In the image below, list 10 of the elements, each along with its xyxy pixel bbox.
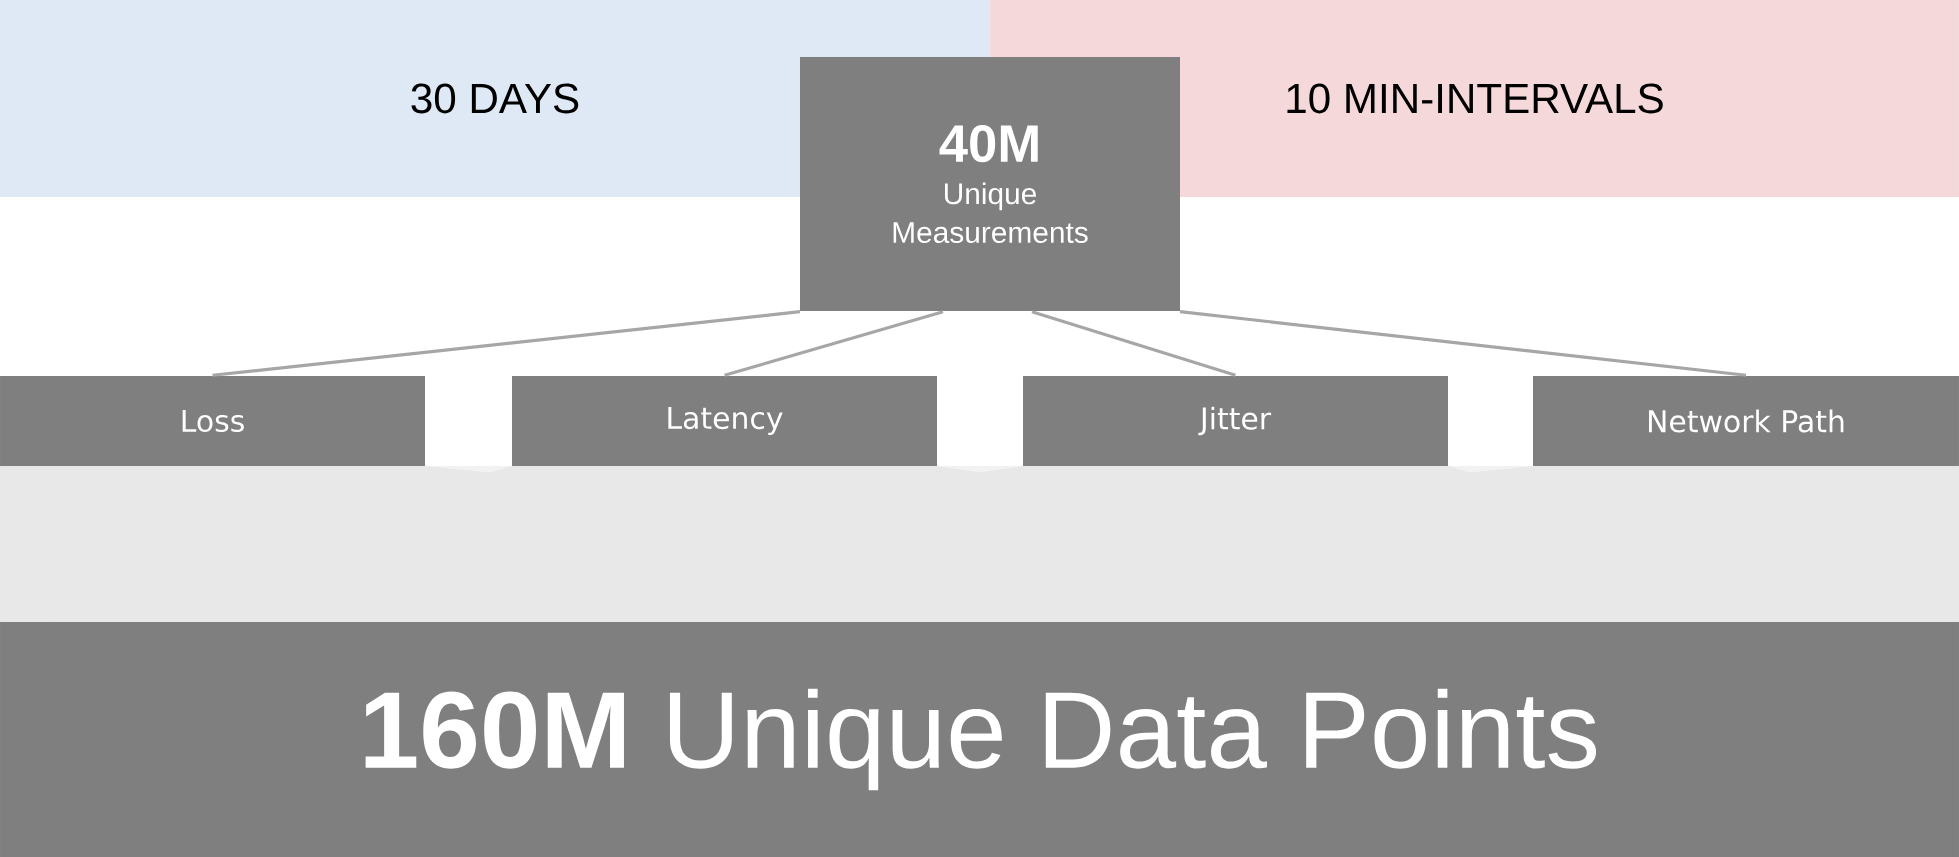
connector-line	[1031, 310, 1236, 377]
connector-line	[724, 310, 944, 377]
category-box: Loss	[0, 376, 425, 466]
category-box: Network Path	[1533, 376, 1959, 466]
summary-box: 40M Unique Measurements	[800, 57, 1180, 311]
category-box: Jitter	[1023, 376, 1448, 466]
connector-line	[1179, 310, 1747, 377]
category-box: Latency	[512, 376, 937, 466]
connector-line	[212, 310, 801, 377]
total-bar: 160M Unique Data Points	[0, 622, 1959, 857]
